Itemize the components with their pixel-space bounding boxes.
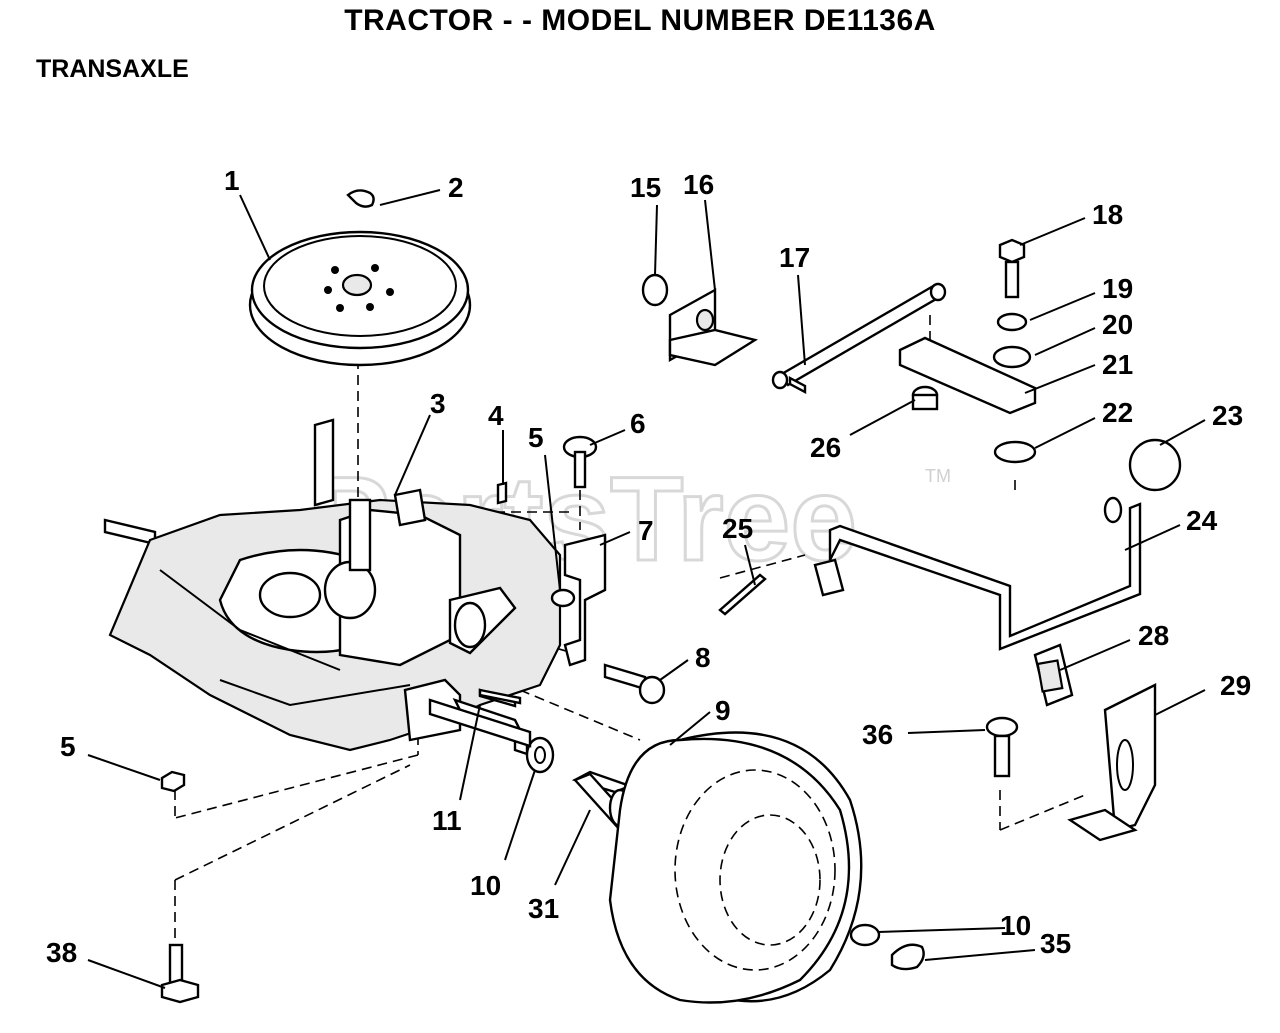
- callout-22: 22: [1102, 397, 1133, 428]
- callout-20: 20: [1102, 309, 1133, 340]
- callout-35: 35: [1040, 928, 1071, 959]
- callout-10-lower: 10: [1000, 910, 1031, 941]
- callout-5-lower: 5: [60, 731, 76, 762]
- bolt-36: [985, 716, 1019, 778]
- washer-19: [996, 312, 1028, 332]
- callout-19: 19: [1102, 273, 1133, 304]
- pivot-bracket: [668, 287, 759, 367]
- pulley-key: [346, 189, 375, 208]
- control-rod: [771, 282, 947, 394]
- callout-10: 10: [470, 870, 501, 901]
- callout-7: 7: [638, 515, 654, 546]
- callout-26: 26: [810, 432, 841, 463]
- callout-1: 1: [224, 165, 240, 196]
- nut-lower: [160, 770, 186, 793]
- callout-25: 25: [722, 513, 753, 544]
- callout-24: 24: [1186, 505, 1218, 536]
- watermark-tm: TM: [925, 466, 951, 486]
- callout-3: 3: [430, 388, 446, 419]
- knob: [1128, 438, 1182, 492]
- control-arm: [898, 336, 1037, 415]
- callout-36: 36: [862, 719, 893, 750]
- leader-lines: [87, 189, 1206, 989]
- callout-29: 29: [1220, 670, 1251, 701]
- callout-11: 11: [432, 805, 462, 836]
- callout-23: 23: [1212, 400, 1243, 431]
- bracket-29: [1067, 683, 1157, 842]
- callout-38: 38: [46, 937, 77, 968]
- washer: [525, 736, 555, 774]
- pulley: [248, 230, 472, 367]
- section-title: TRANSAXLE: [36, 55, 189, 83]
- washer-lower: [849, 923, 881, 947]
- nut: [550, 588, 576, 608]
- callout-4: 4: [488, 400, 504, 431]
- e-clip: [890, 943, 925, 971]
- page-title: TRACTOR - - MODEL NUMBER DE1136A: [344, 4, 936, 37]
- axle: [428, 698, 532, 748]
- hex-bolt: [160, 943, 200, 1004]
- bracket: [563, 533, 607, 667]
- washer-20: [992, 345, 1032, 369]
- callout-31: 31: [528, 893, 559, 924]
- washer-22: [993, 440, 1037, 464]
- washer-15: [641, 273, 669, 307]
- callout-15: 15: [630, 172, 661, 203]
- callout-numbers: 1 2 3 4 5 6 7 8 9 10 11 15 16 17 18 19 2…: [46, 165, 1251, 968]
- key: [496, 481, 508, 505]
- callout-28: 28: [1138, 620, 1169, 651]
- carriage-bolt: [562, 435, 598, 489]
- cotter-pin: [718, 573, 767, 616]
- spring-28: [1033, 643, 1074, 707]
- transaxle-housing: [103, 418, 562, 756]
- callout-8: 8: [695, 642, 711, 673]
- callout-16: 16: [683, 169, 714, 200]
- callout-17: 17: [779, 242, 810, 273]
- callout-6: 6: [630, 408, 646, 439]
- callout-21: 21: [1102, 349, 1133, 380]
- wheel: [608, 731, 863, 1004]
- bolt-18: [998, 238, 1026, 299]
- axle-key: [478, 688, 522, 705]
- callout-18: 18: [1092, 199, 1123, 230]
- callout-2: 2: [448, 172, 464, 203]
- shift-lever: [813, 496, 1142, 651]
- callout-5: 5: [528, 422, 544, 453]
- shoulder-bolt: [603, 663, 666, 705]
- bushing: [911, 385, 939, 411]
- callout-9: 9: [715, 695, 731, 726]
